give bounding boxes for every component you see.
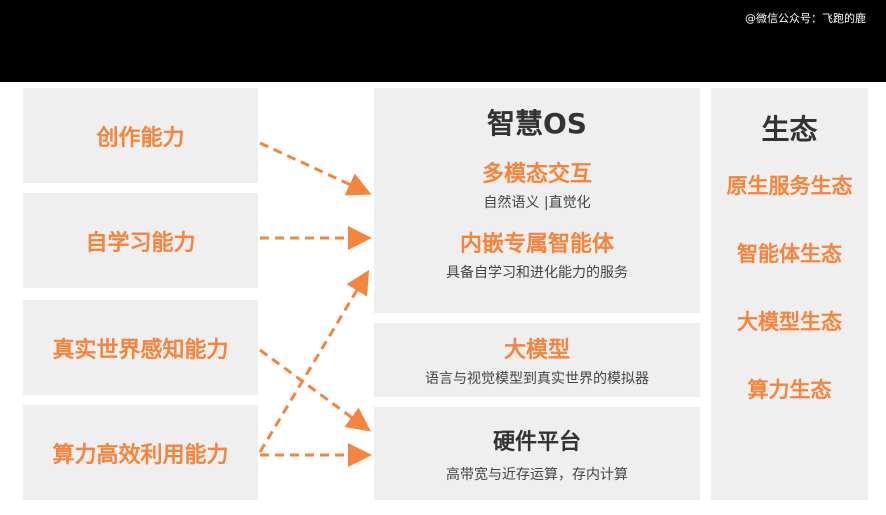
capability-self-learning: 自学习能力 [23, 193, 258, 288]
model-title: 大模型 [503, 338, 570, 363]
model-sub: 语言与视觉模型到真实世界的模拟器 [425, 371, 649, 387]
ecosystem-title: 生态 [761, 113, 818, 146]
hardware-box: 硬件平台 高带宽与近存运算，存内计算 [374, 407, 700, 500]
header-band: @微信公众号：飞跑的鹿 [0, 0, 886, 82]
os-item-sub: 具备自学习和进化能力的服务 [446, 265, 628, 281]
ecosystem-item: 大模型生态 [737, 310, 842, 334]
os-item-sub: 自然语义 |直觉化 [483, 195, 591, 211]
arrow [259, 348, 371, 432]
os-box: 智慧OS 多模态交互 自然语义 |直觉化 内嵌专属智能体 具备自学习和进化能力的… [374, 88, 700, 313]
ecosystem-box: 生态 原生服务生态 智能体生态 大模型生态 算力生态 [711, 88, 868, 500]
capability-creation: 创作能力 [23, 88, 258, 183]
arrow [258, 269, 370, 453]
hardware-title: 硬件平台 [492, 429, 581, 455]
model-box: 大模型 语言与视觉模型到真实世界的模拟器 [374, 323, 700, 397]
arrow [259, 141, 372, 196]
os-item-title: 多模态交互 [481, 162, 592, 187]
ecosystem-item: 智能体生态 [737, 242, 842, 266]
os-item-title: 内嵌专属智能体 [459, 232, 614, 257]
ecosystem-item: 原生服务生态 [726, 174, 853, 198]
watermark: @微信公众号：飞跑的鹿 [745, 12, 866, 25]
ecosystem-item: 算力生态 [747, 378, 832, 402]
capability-perception: 真实世界感知能力 [23, 300, 258, 395]
hardware-sub: 高带宽与近存运算，存内计算 [446, 466, 628, 483]
os-title: 智慧OS [487, 107, 587, 140]
capability-compute: 算力高效利用能力 [23, 405, 258, 500]
